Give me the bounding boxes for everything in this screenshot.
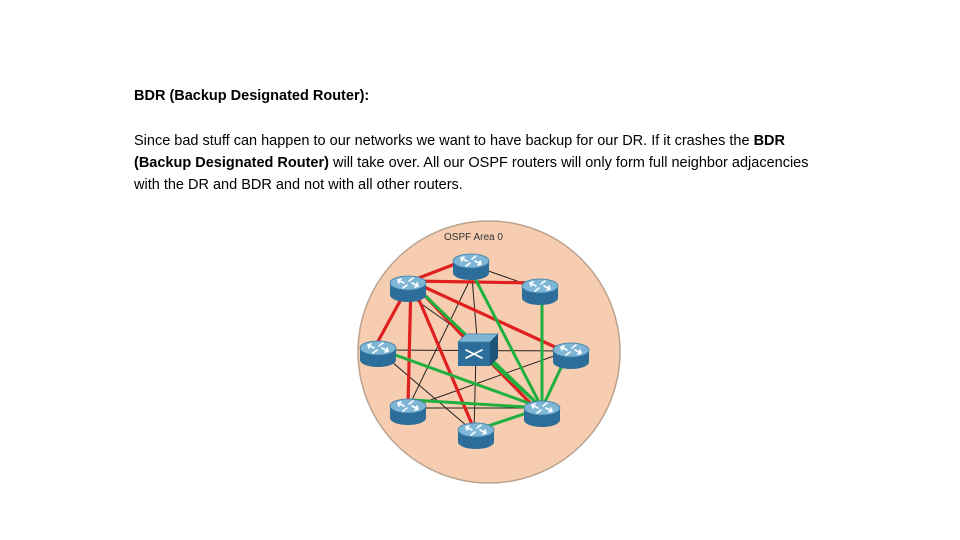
router-icon — [523, 400, 561, 428]
router-icon — [359, 340, 397, 368]
ospf-area-label: OSPF Area 0 — [444, 232, 503, 243]
router-icon — [552, 342, 590, 370]
slide-heading: BDR (Backup Designated Router): — [134, 88, 370, 104]
router-icon — [521, 278, 559, 306]
paragraph-bold-term: BDR (Backup Designated Router) — [134, 133, 785, 171]
paragraph-text-1: Since bad stuff can happen to our networ… — [134, 133, 754, 149]
router-icon — [389, 275, 427, 303]
slide-paragraph: Since bad stuff can happen to our networ… — [134, 130, 814, 196]
router-icon — [457, 422, 495, 450]
ospf-area-diagram: OSPF Area 0 — [357, 220, 621, 484]
router-icon — [389, 398, 427, 426]
switch-icon — [457, 333, 499, 367]
paragraph-text-2: will take over. All our OSPF routers wil… — [134, 155, 809, 193]
router-icon — [452, 253, 490, 281]
